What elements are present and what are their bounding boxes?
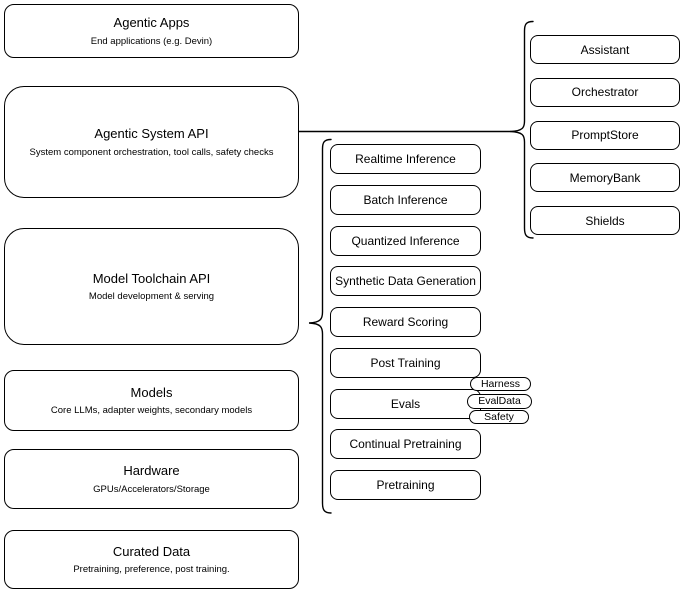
component-shields: Shields <box>530 206 680 235</box>
layer-agentic-system-api: Agentic System API System component orch… <box>4 86 299 198</box>
layer-subtitle: Model development & serving <box>88 291 215 303</box>
toolchain-services-brace <box>308 138 332 514</box>
service-realtime-inference: Realtime Inference <box>330 144 481 174</box>
component-orchestrator: Orchestrator <box>530 77 680 107</box>
layer-title: Models <box>130 384 173 400</box>
layer-curated-data: Curated Data Pretraining, preference, po… <box>4 530 299 589</box>
toolchain-services-stack: Realtime Inference Batch Inference Quant… <box>330 144 481 500</box>
layer-subtitle: System component orchestration, tool cal… <box>29 146 274 158</box>
component-promptstore: PromptStore <box>530 120 680 150</box>
layer-subtitle: Core LLMs, adapter weights, secondary mo… <box>50 405 253 417</box>
layer-title: Hardware <box>123 463 180 478</box>
service-pretraining: Pretraining <box>330 470 481 500</box>
service-batch-inference: Batch Inference <box>330 184 481 215</box>
service-continual-pretraining: Continual Pretraining <box>330 429 481 460</box>
service-reward-scoring: Reward Scoring <box>330 307 481 337</box>
service-synthetic-data-generation: Synthetic Data Generation <box>330 266 481 297</box>
layer-title: Agentic Apps <box>113 15 190 30</box>
layer-hardware: Hardware GPUs/Accelerators/Storage <box>4 449 299 509</box>
layer-title: Agentic System API <box>94 126 209 141</box>
tag-safety: Safety <box>469 410 529 424</box>
tag-harness: Harness <box>470 377 531 391</box>
component-assistant: Assistant <box>530 35 680 64</box>
service-post-training: Post Training <box>330 347 481 378</box>
layer-subtitle: Pretraining, preference, post training. <box>73 564 230 576</box>
layer-agentic-apps: Agentic Apps End applications (e.g. Devi… <box>4 4 299 58</box>
component-memorybank: MemoryBank <box>530 163 680 193</box>
layer-title: Model Toolchain API <box>92 270 211 286</box>
system-components-brace <box>509 20 534 239</box>
layer-models: Models Core LLMs, adapter weights, secon… <box>4 370 299 431</box>
layer-title: Curated Data <box>112 543 191 559</box>
layer-subtitle: GPUs/Accelerators/Storage <box>93 483 210 495</box>
layer-model-toolchain-api: Model Toolchain API Model development & … <box>4 228 299 345</box>
tag-evaldata: EvalData <box>467 394 532 409</box>
service-quantized-inference: Quantized Inference <box>330 225 481 256</box>
system-components-stack: Assistant Orchestrator PromptStore Memor… <box>530 35 680 235</box>
service-evals: Evals <box>330 388 481 419</box>
layer-subtitle: End applications (e.g. Devin) <box>90 35 213 47</box>
